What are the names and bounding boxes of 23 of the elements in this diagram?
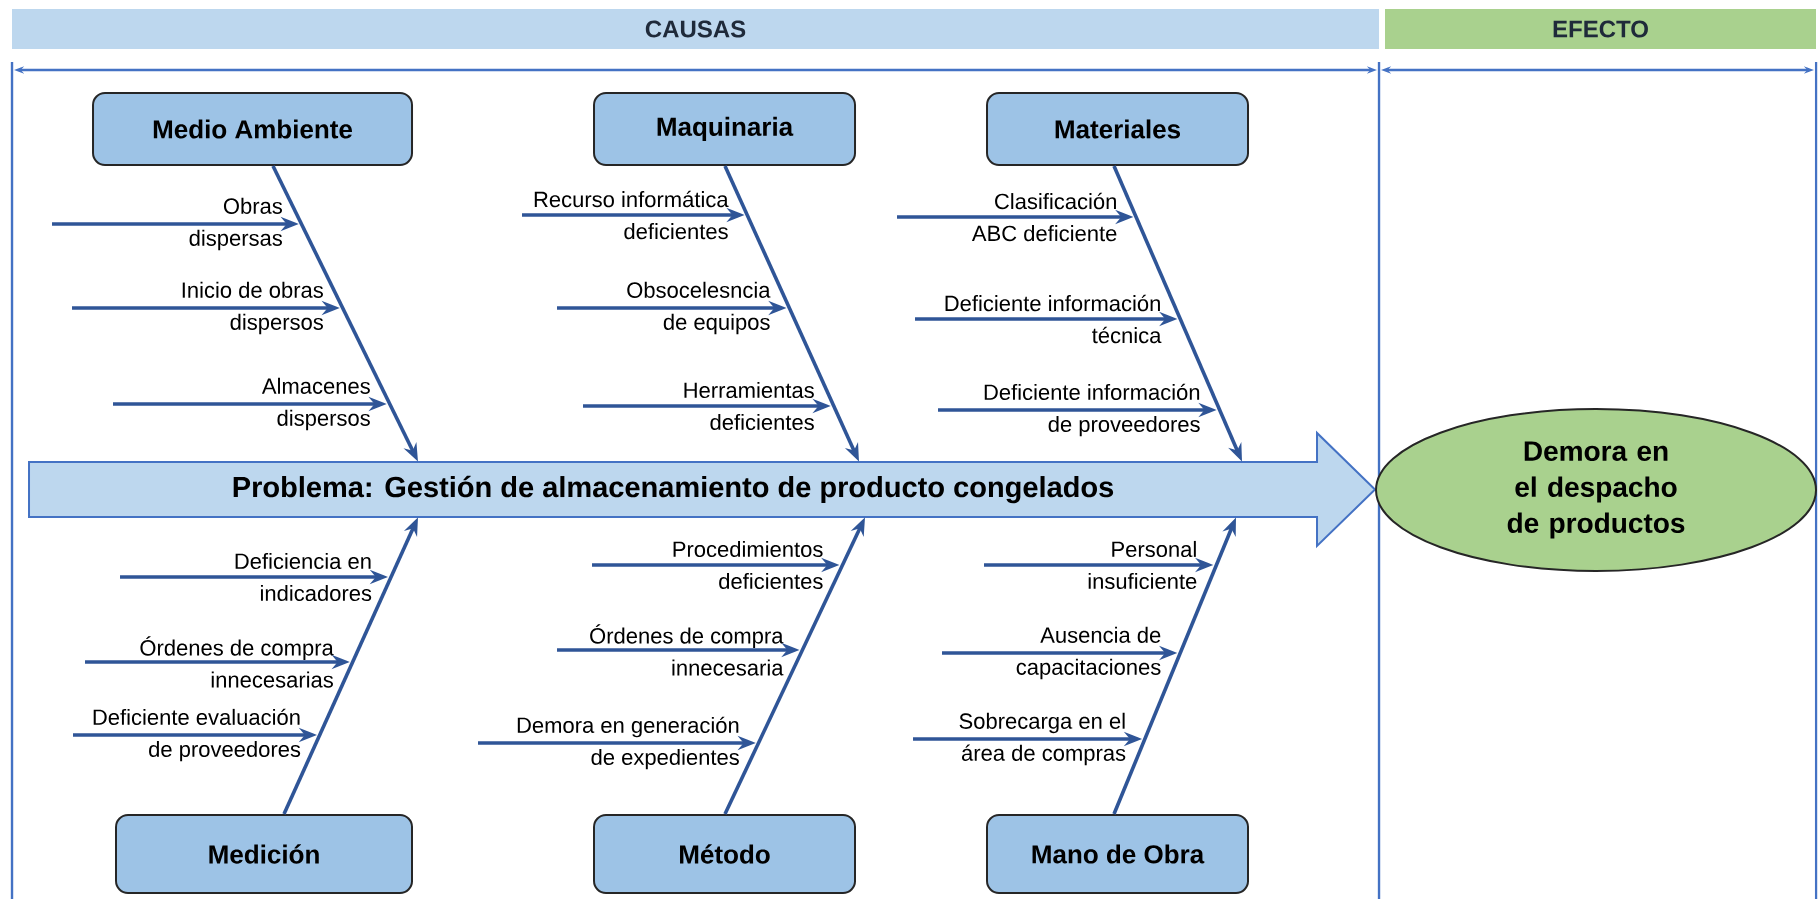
cause-label: Ausencia de capacitaciones: [1016, 626, 1161, 680]
category-box: Método: [593, 814, 856, 894]
cause-label: Deficiente información técnica: [945, 294, 1162, 344]
cause-label: Deficiente evaluación de proveedores: [93, 708, 301, 762]
category-box: Medición: [115, 814, 413, 894]
cause-label: Sobrecarga en el área de compras: [959, 712, 1126, 766]
cause-label: Obras dispersas: [189, 197, 282, 251]
cause-label: Órdenes de compra innecesarias: [140, 636, 334, 688]
cause-label: Herramientas deficientes: [684, 381, 814, 431]
cause-label: Demora en generación de expedientes: [517, 716, 739, 770]
header-band: EFECTO: [1385, 9, 1816, 49]
cause-label: Obsocelesncia de equipos: [627, 281, 771, 335]
cause-label: Inicio de obras dispersos: [182, 281, 323, 335]
cause-label: Clasificación ABC deficiente: [971, 192, 1117, 242]
cause-label: Recurso informática deficientes: [534, 190, 729, 240]
category-box: Materiales: [986, 92, 1249, 166]
header-band: CAUSAS: [12, 9, 1379, 49]
category-box: Maquinaria: [593, 92, 856, 166]
category-box: Medio Ambiente: [92, 92, 413, 166]
category-box: Mano de Obra: [986, 814, 1249, 894]
cause-label: Órdenes de compra innecesaria: [590, 624, 784, 676]
cause-label: Deficiencia en indicadores: [235, 552, 372, 602]
cause-label: Almacenes dispersos: [261, 377, 370, 431]
